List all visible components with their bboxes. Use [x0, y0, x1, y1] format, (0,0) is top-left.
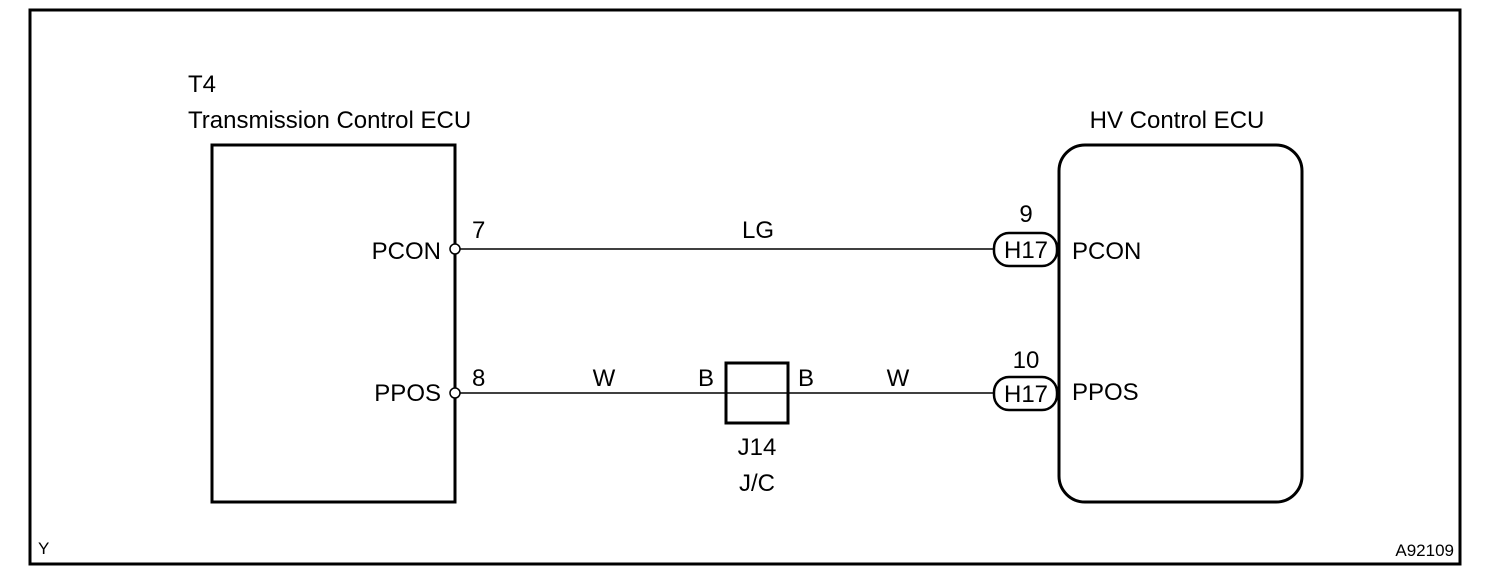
hv-pin-pcon-connector-code: H17: [1004, 237, 1048, 264]
ppos-wire-right-color: W: [887, 365, 910, 392]
junction-left-pin: B: [698, 365, 714, 392]
transmission-ecu-box: [210, 143, 457, 504]
pcon-wire-color: LG: [742, 217, 774, 244]
transmission-pin-pcon-label: PCON: [372, 238, 441, 265]
hv-pin-ppos-number: 10: [1013, 347, 1040, 374]
hv-pin-pcon-label: PCON: [1072, 238, 1141, 265]
hv-pin-ppos-connector: [992, 375, 1059, 412]
corner-label-right: A92109: [1395, 541, 1454, 560]
diagram-frame: [28, 8, 1462, 566]
hv-pin-ppos-connector-code: H17: [1004, 381, 1048, 408]
hv-ecu-title: HV Control ECU: [1090, 107, 1265, 134]
corner-label-left: Y: [38, 539, 49, 558]
hv-pin-ppos-label: PPOS: [1072, 379, 1139, 406]
hv-ecu-box: [1057, 143, 1304, 504]
hv-pin-pcon-number: 9: [1019, 201, 1032, 228]
transmission-pin-ppos-number: 8: [472, 365, 485, 392]
transmission-pin-ppos-label: PPOS: [374, 380, 441, 407]
hv-pin-pcon-connector: [992, 231, 1059, 268]
junction-type: J/C: [739, 470, 775, 497]
junction-code: J14: [738, 434, 777, 461]
transmission-pin-pcon-terminal: [449, 243, 461, 255]
junction-right-pin: B: [798, 365, 814, 392]
ppos-wire-left-color: W: [593, 365, 616, 392]
transmission-pin-pcon-number: 7: [472, 217, 485, 244]
transmission-pin-ppos-terminal: [449, 387, 461, 399]
transmission-ecu-code: T4: [188, 71, 216, 98]
transmission-ecu-title: Transmission Control ECU: [188, 107, 471, 134]
